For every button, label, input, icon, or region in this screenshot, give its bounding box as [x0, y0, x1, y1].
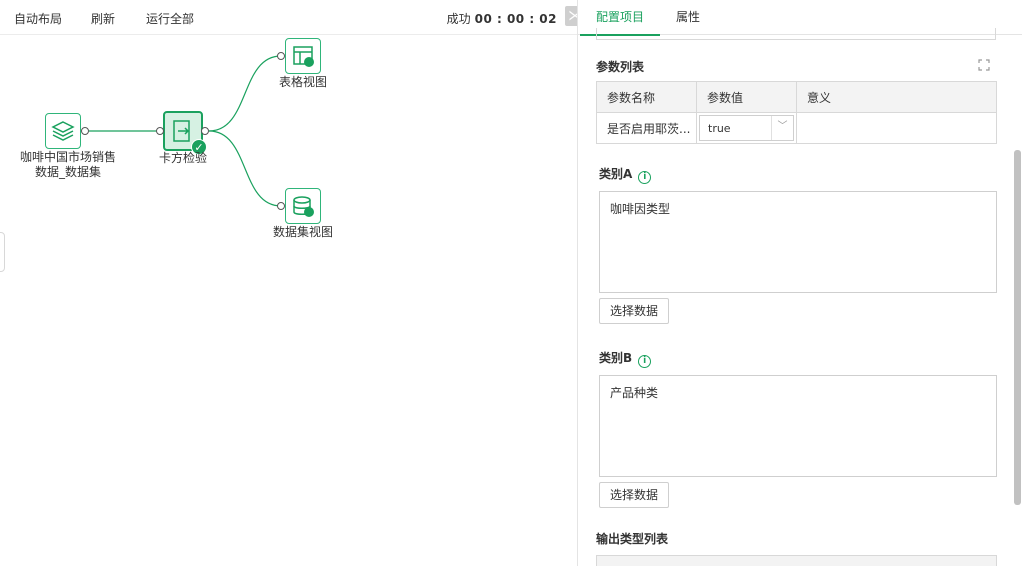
param-name-cell: 是否启用耶茨...	[596, 112, 697, 144]
category-a-title: 类别A i	[599, 165, 652, 184]
dataset-view-input-port[interactable]	[277, 202, 285, 210]
param-table: 参数名称 参数值 意义 是否启用耶茨...	[596, 81, 997, 144]
table-view-node[interactable]	[285, 38, 321, 74]
category-b-title-text: 类别B	[599, 351, 633, 365]
panel-scrollbar[interactable]	[1014, 150, 1021, 505]
left-edge-handle[interactable]	[0, 232, 5, 272]
info-icon[interactable]: i	[638, 171, 652, 184]
param-table-header: 参数名称 参数值 意义	[596, 81, 997, 113]
table-view-input-port[interactable]	[277, 52, 285, 60]
col-param-meaning: 意义	[796, 81, 997, 113]
category-b-select-data-button[interactable]: 选择数据	[599, 482, 670, 508]
info-icon[interactable]: i	[638, 355, 652, 368]
tab-config[interactable]: 配置项目	[580, 0, 661, 36]
category-b-title: 类别B i	[599, 349, 652, 368]
chisq-output-port[interactable]	[201, 127, 209, 135]
output-types-title: 输出类型列表	[596, 532, 669, 546]
panel-tabs: 配置项目 属性	[578, 0, 1022, 36]
param-list-title: 参数列表	[596, 60, 645, 74]
dataset-view-node[interactable]	[285, 188, 321, 224]
previous-section-box	[596, 28, 996, 40]
dataset-view-icon	[293, 196, 314, 217]
run-all-button[interactable]: 运行全部	[146, 12, 195, 26]
col-param-value: 参数值	[696, 81, 797, 113]
table-row: 是否启用耶茨...	[596, 112, 997, 144]
chevron-down-icon: ﹀	[771, 116, 793, 140]
dataset-output-port[interactable]	[81, 127, 89, 135]
category-a-select-data-button[interactable]: 选择数据	[599, 298, 670, 324]
status-time: 00 : 00 : 02	[474, 12, 557, 26]
param-value-select[interactable]: true ﹀	[699, 115, 794, 141]
dataset-node[interactable]	[45, 113, 81, 149]
dataset-label-line1: 咖啡中国市场销售	[19, 150, 116, 164]
node-connections	[89, 55, 282, 207]
chisq-node-label: 卡方检验	[158, 151, 207, 165]
status-label: 成功	[446, 12, 471, 26]
layers-icon	[51, 121, 75, 141]
check-icon: ✓	[191, 139, 207, 155]
chisq-icon	[173, 120, 190, 142]
dataset-view-label: 数据集视图	[272, 225, 333, 239]
output-types-table	[596, 555, 997, 566]
param-value-selected: true	[708, 122, 731, 135]
auto-layout-button[interactable]: 自动布局	[14, 12, 63, 26]
panel-divider[interactable]	[577, 0, 578, 566]
category-b-field[interactable]: 产品种类	[599, 375, 997, 477]
chisq-input-port[interactable]	[156, 127, 164, 135]
dataset-node-label: 咖啡中国市场销售 数据_数据集	[18, 150, 118, 180]
category-a-title-text: 类别A	[599, 167, 633, 181]
category-a-field[interactable]: 咖啡因类型	[599, 191, 997, 293]
tab-properties[interactable]: 属性	[676, 10, 701, 24]
config-panel: 配置项目 属性 参数列表 参数名称 参数值 意义 是否启用耶茨... true …	[578, 0, 1022, 566]
refresh-button[interactable]: 刷新	[91, 12, 116, 26]
table-view-icon	[293, 46, 314, 67]
dataset-label-line2: 数据_数据集	[34, 165, 101, 179]
table-view-label: 表格视图	[278, 75, 327, 89]
col-param-name: 参数名称	[596, 81, 697, 113]
param-meaning-cell	[796, 112, 997, 144]
expand-icon[interactable]	[978, 59, 990, 71]
